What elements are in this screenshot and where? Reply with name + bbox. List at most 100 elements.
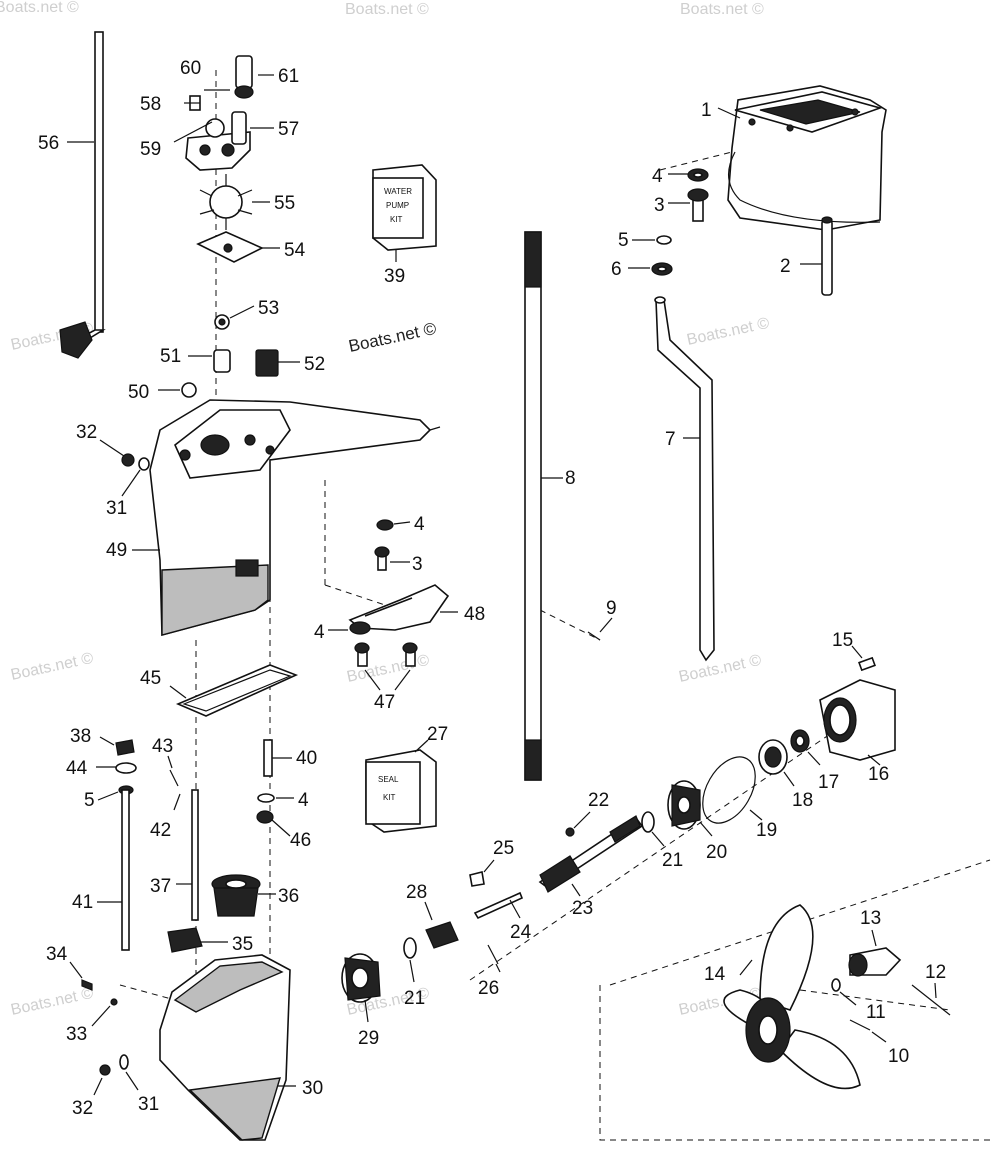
label-46: 46 <box>290 830 311 851</box>
label-21: 21 <box>662 850 683 871</box>
nut-washer-left <box>96 736 137 801</box>
ball-22 <box>565 811 591 837</box>
prop-nut-cone <box>831 929 951 1043</box>
tube <box>800 216 833 296</box>
label-16: 16 <box>868 764 889 785</box>
label-35: 35 <box>232 934 253 955</box>
label-23: 23 <box>572 898 593 919</box>
drive-shaft <box>524 231 563 781</box>
exhaust-plate <box>717 85 887 231</box>
kit-line: KIT <box>383 793 396 802</box>
label-44: 44 <box>66 758 88 779</box>
label-7: 7 <box>665 429 676 450</box>
label-47: 47 <box>374 692 395 713</box>
gear-case <box>159 954 296 1141</box>
screw-34 <box>69 961 118 1027</box>
pin-42-43 <box>167 755 181 811</box>
label-31: 31 <box>138 1094 159 1115</box>
kit-line: SEAL <box>378 775 399 784</box>
label-8: 8 <box>565 468 576 489</box>
watermark-main: Boats.net © <box>347 319 439 356</box>
label-14: 14 <box>704 964 726 985</box>
label-4: 4 <box>298 790 309 811</box>
screw-washers-right <box>628 168 709 276</box>
label-3: 3 <box>412 554 423 575</box>
pin <box>587 617 613 641</box>
label-20: 20 <box>706 842 727 863</box>
label-51: 51 <box>160 346 181 367</box>
forward-gear <box>667 780 713 837</box>
propeller-shaft <box>538 815 644 897</box>
washer-21-left <box>403 937 417 983</box>
gasket <box>169 664 299 717</box>
pin-26 <box>487 944 501 973</box>
label-49: 49 <box>106 540 127 561</box>
label-11: 11 <box>866 1002 886 1023</box>
label-31: 31 <box>106 498 127 519</box>
label-5: 5 <box>618 230 629 251</box>
bolt-washer-lower-left <box>93 1054 139 1096</box>
label-22: 22 <box>588 790 609 811</box>
label-48: 48 <box>464 604 485 625</box>
label-25: 25 <box>493 838 514 859</box>
reverse-gear <box>341 953 381 1023</box>
label-58: 58 <box>140 94 161 115</box>
propeller <box>723 904 861 1090</box>
label-56: 56 <box>38 133 59 154</box>
label-61: 61 <box>278 66 299 87</box>
label-52: 52 <box>304 354 325 375</box>
label-33: 33 <box>66 1024 87 1045</box>
label-24: 24 <box>510 922 532 943</box>
label-42: 42 <box>150 820 171 841</box>
bearing-carrier <box>819 679 896 766</box>
label-32: 32 <box>76 422 97 443</box>
label-41: 41 <box>72 892 93 913</box>
watermark: Boats.net © <box>685 315 771 349</box>
clip-35 <box>167 927 228 953</box>
impeller <box>199 174 270 230</box>
label-13: 13 <box>860 908 881 929</box>
washer-21-right <box>641 811 665 847</box>
trim-tab <box>328 584 458 635</box>
stud-washer-nut <box>256 739 294 837</box>
label-10: 10 <box>888 1046 909 1067</box>
bearing-17 <box>790 729 821 766</box>
watermark: Boats.net © <box>0 0 79 16</box>
label-27: 27 <box>427 724 448 745</box>
label-60: 60 <box>180 58 201 79</box>
watermark: Boats.net © <box>680 1 764 18</box>
label-34: 34 <box>46 944 68 965</box>
watermark: Boats.net © <box>677 652 763 686</box>
kit-line: WATER <box>384 187 412 196</box>
shift-rod-lower <box>97 789 130 951</box>
clutch-dog <box>424 901 459 949</box>
label-50: 50 <box>128 382 149 403</box>
watermark: Boats.net © <box>345 1 429 18</box>
label-45: 45 <box>140 668 161 689</box>
label-28: 28 <box>406 882 427 903</box>
label-4: 4 <box>414 514 425 535</box>
label-1: 1 <box>701 100 712 121</box>
label-29: 29 <box>358 1028 379 1049</box>
shift-shaft <box>176 789 199 921</box>
water-pump-housing <box>173 55 274 171</box>
label-6: 6 <box>611 259 622 280</box>
drive-shaft-housing <box>132 399 441 637</box>
label-57: 57 <box>278 119 299 140</box>
wear-plate <box>196 231 280 263</box>
label-55: 55 <box>274 193 295 214</box>
bearing-18 <box>758 739 795 787</box>
watermark: Boats.net © <box>9 650 95 684</box>
label-3: 3 <box>654 195 665 216</box>
seal-kit: SEAL KIT <box>365 739 437 833</box>
screw-15 <box>851 645 876 672</box>
pinion-gear <box>211 874 276 917</box>
screws-lower <box>354 642 418 691</box>
label-59: 59 <box>140 139 161 160</box>
label-21: 21 <box>404 988 425 1009</box>
cam-25 <box>469 859 495 887</box>
bolt-washer-upper-left <box>99 439 150 497</box>
shift-rod <box>59 31 106 359</box>
